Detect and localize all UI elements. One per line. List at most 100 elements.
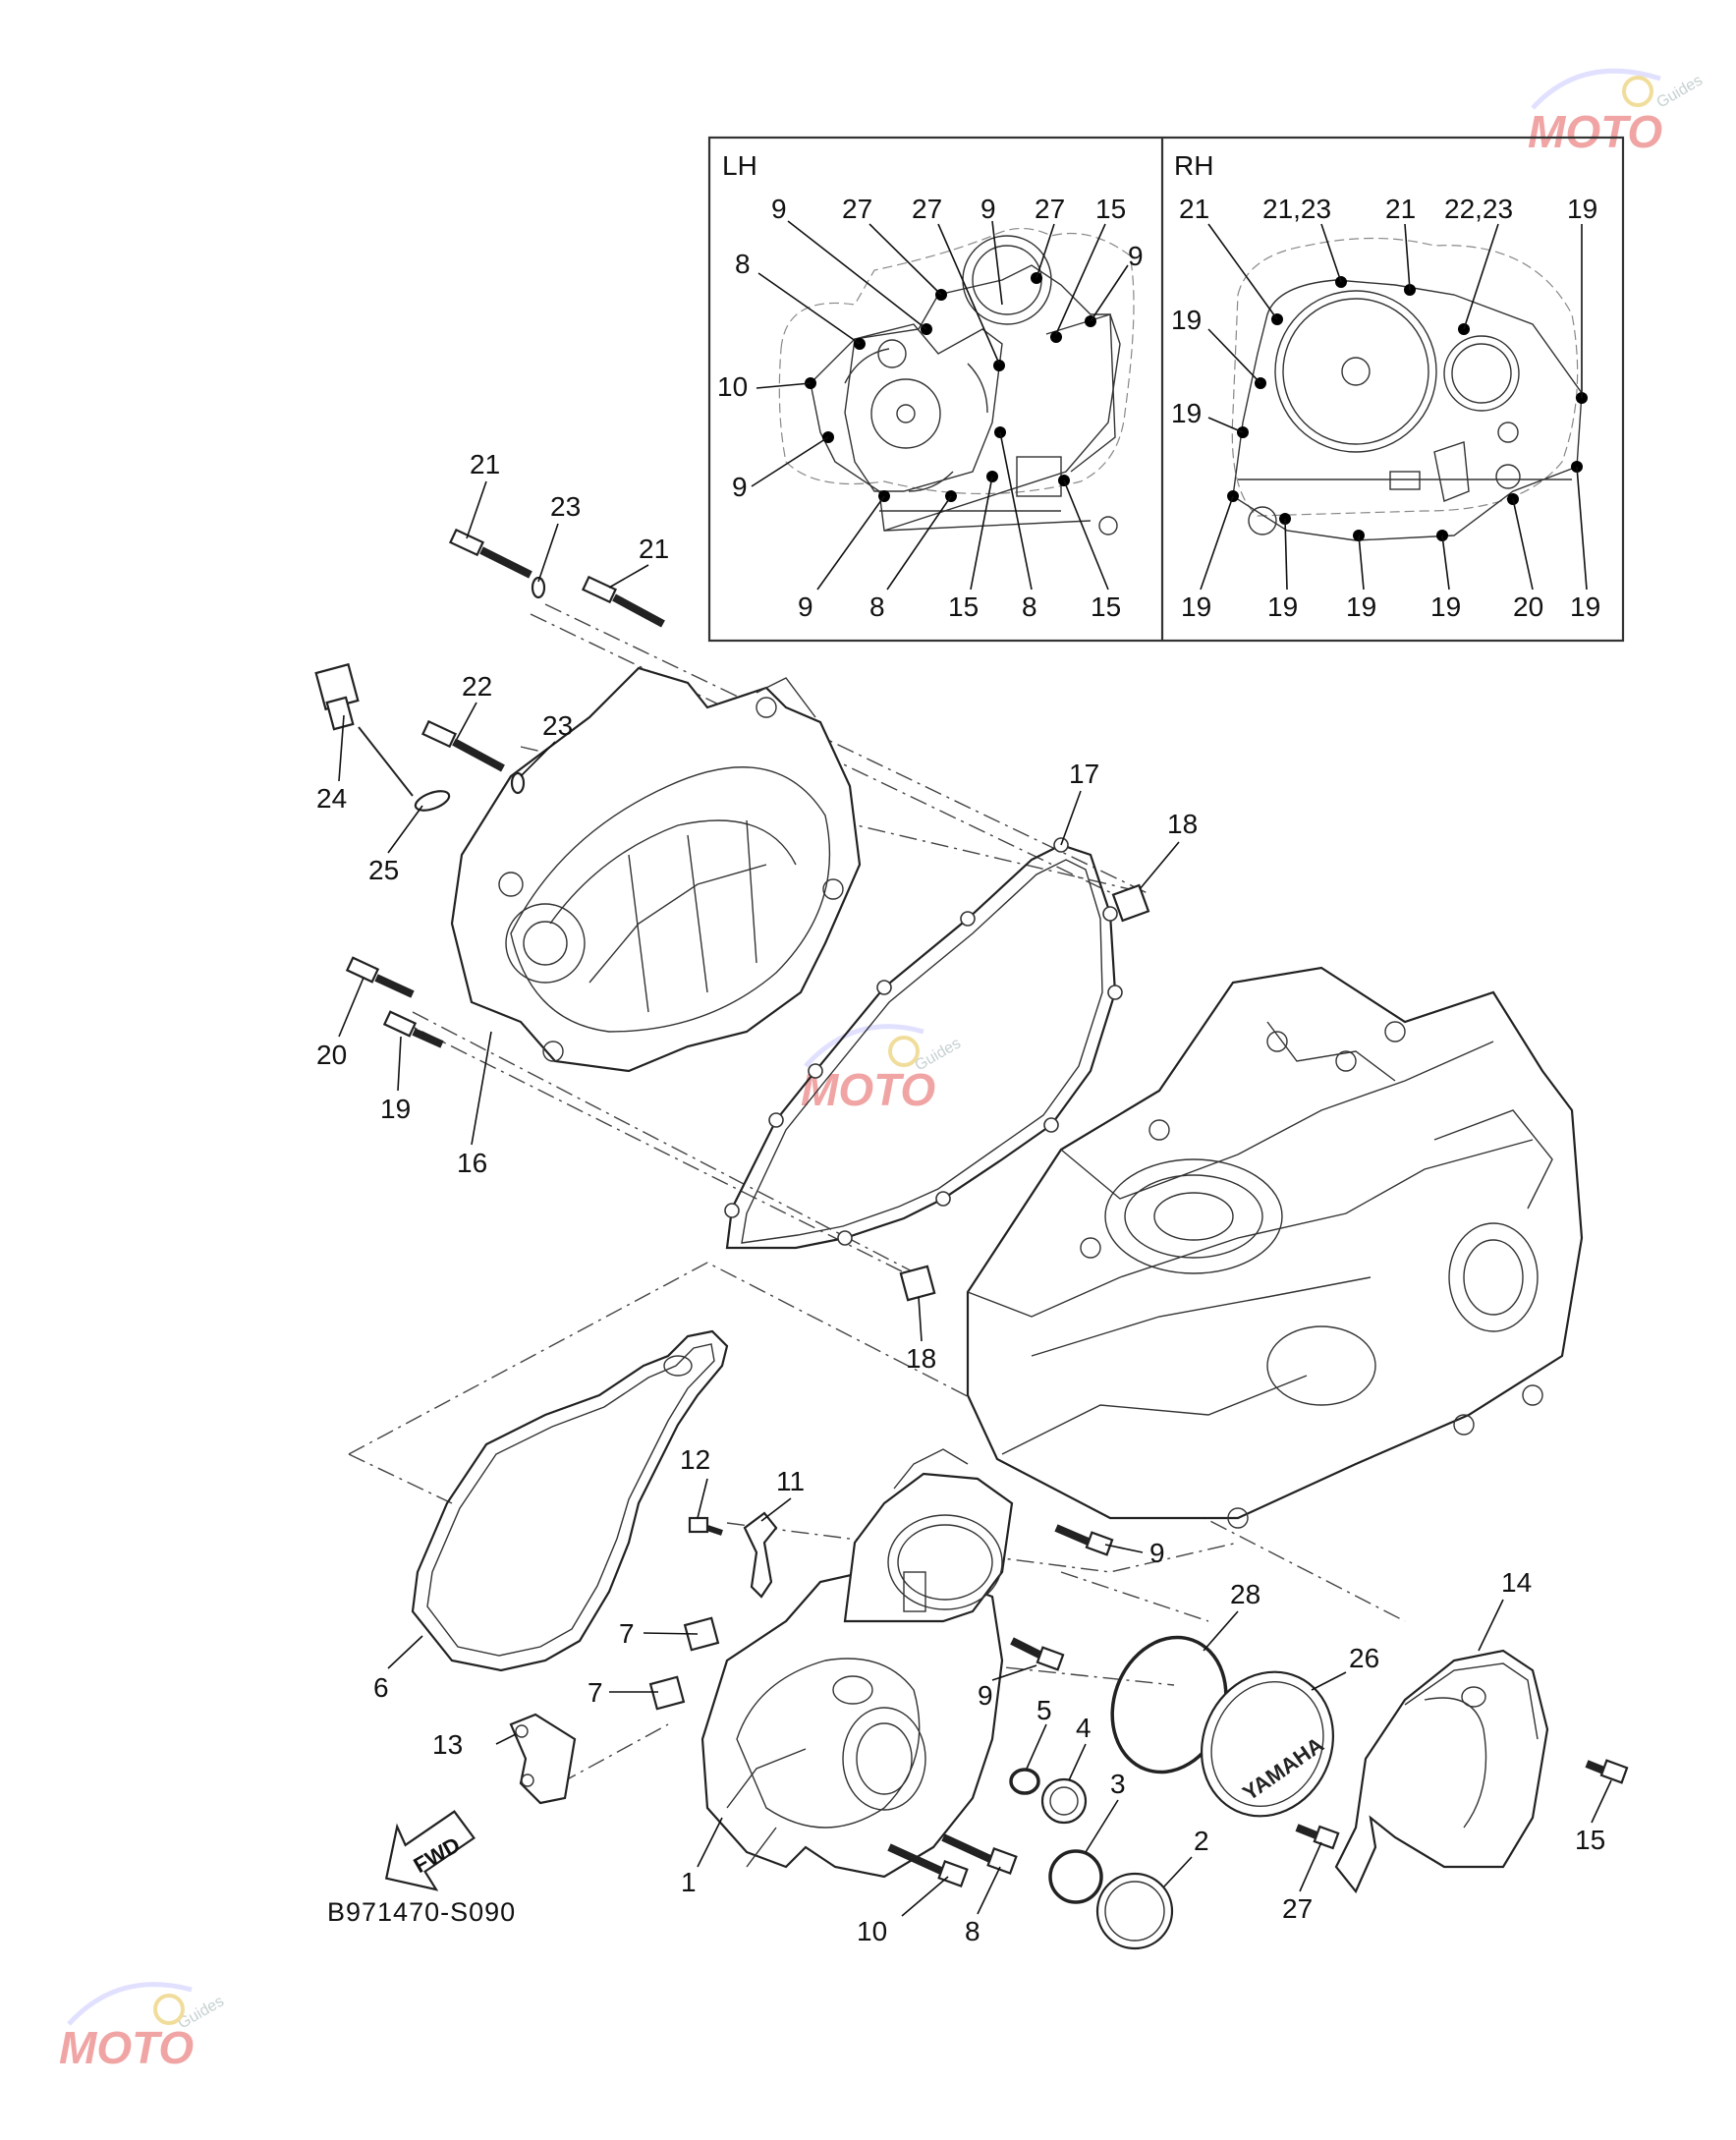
inset-rh-label: 22,23: [1444, 194, 1513, 224]
part-label-2: 2: [1194, 1826, 1209, 1856]
inset-lh-labels: 9 27 27 9 27 15 8 9 10 9 9 8 15 8 15: [717, 194, 1144, 622]
part-label-5: 5: [1036, 1695, 1052, 1725]
inset-lh-label: 9: [732, 472, 748, 502]
inset-lh-label: 10: [717, 371, 748, 402]
inset-lh-label: 15: [1091, 591, 1121, 622]
o-ring-5: [1009, 1768, 1040, 1795]
o-ring-25: [414, 790, 451, 812]
inset-lh-label: 15: [948, 591, 979, 622]
inset-rh-label: 19: [1267, 591, 1298, 622]
part-label-20: 20: [316, 1040, 347, 1070]
part-label-25: 25: [368, 855, 399, 885]
inset-lh-label: 9: [771, 194, 787, 224]
inset-rh-header: RH: [1174, 150, 1213, 181]
inset-lh-label: 8: [1022, 591, 1037, 622]
dowel-pin-18-lower: [899, 1265, 936, 1302]
bolt-15: [1585, 1759, 1629, 1784]
part-label-7: 7: [619, 1618, 635, 1649]
part-label-13: 13: [432, 1729, 463, 1760]
bolt-21-right: [581, 575, 665, 628]
crankcase-cover-right-1: [700, 1550, 1004, 1879]
o-ring-3: [1048, 1849, 1103, 1904]
inset-lh-leaders: [751, 220, 1129, 591]
bolt-10: [887, 1843, 969, 1887]
bolt-19: [382, 1010, 444, 1048]
part-label-14: 14: [1501, 1567, 1532, 1598]
part-label-28: 28: [1230, 1579, 1260, 1609]
inset-rh-labels: 21 21,23 21 22,23 19 19 19 19 19 19 19 2…: [1171, 194, 1600, 622]
crankcase-assembly: [966, 966, 1584, 1529]
inset-lh-label: 15: [1095, 194, 1126, 224]
part-label-19: 19: [380, 1094, 411, 1124]
inset-rh-label: 19: [1567, 194, 1597, 224]
part-label-7: 7: [588, 1677, 603, 1708]
washer-23: [510, 771, 526, 795]
watermark-logo-bottom: MOTO Guides: [59, 1982, 227, 2073]
inset-rh-label: 21,23: [1262, 194, 1331, 224]
inset-rh-label: 21: [1179, 194, 1209, 224]
inset-rh: RH: [1171, 150, 1600, 622]
part-label-6: 6: [373, 1672, 389, 1703]
watermark-text: MOTO: [1528, 106, 1662, 157]
bolt-9-lower: [1010, 1637, 1065, 1671]
fwd-arrow-icon: FWD: [384, 1810, 476, 1891]
bolt-20: [345, 956, 415, 998]
part-label-15: 15: [1575, 1825, 1605, 1855]
inset-lh-label: 9: [798, 591, 813, 622]
pump-housing: [843, 1448, 1014, 1623]
part-labels: 21 23 21 22 23 24 25 20 19 16 17 18 18 6…: [316, 449, 1605, 1946]
oil-filler-cap-24: [314, 662, 414, 797]
inset-lh-label: 8: [735, 249, 751, 279]
inset-lh-label: 27: [842, 194, 872, 224]
inset-rh-label: 19: [1181, 591, 1211, 622]
inset-lh: LH: [717, 150, 1144, 622]
watermark-text: MOTO: [59, 2022, 194, 2073]
watermark-subtext: Guides: [913, 1035, 964, 1074]
inset-lh-label: 9: [1128, 241, 1144, 271]
inset-lh-label: 27: [912, 194, 942, 224]
part-label-21: 21: [639, 534, 669, 564]
inset-rh-label: 19: [1430, 591, 1461, 622]
cover-26: YAMAHA: [1201, 1670, 1334, 1818]
part-leader-lines: [338, 480, 1612, 1917]
bolt-8: [941, 1833, 1018, 1875]
inset-rh-label: 19: [1570, 591, 1600, 622]
bolt-12: [688, 1516, 723, 1536]
gasket-17: [724, 837, 1123, 1250]
part-label-18: 18: [1167, 809, 1198, 839]
part-label-8: 8: [965, 1916, 980, 1946]
dowel-7-upper: [683, 1616, 720, 1652]
inset-rh-label: 19: [1171, 305, 1202, 335]
bolt-27: [1295, 1824, 1340, 1850]
watermark-logo-top: MOTO Guides: [1528, 68, 1706, 157]
inset-panel: LH: [707, 136, 1625, 643]
part-label-17: 17: [1069, 759, 1099, 789]
part-label-9: 9: [978, 1680, 993, 1711]
crankcase-cover-left: [450, 666, 862, 1073]
part-label-18: 18: [906, 1343, 936, 1374]
washer-23-top: [531, 576, 546, 599]
part-label-12: 12: [680, 1444, 710, 1475]
part-label-10: 10: [857, 1916, 887, 1946]
part-label-23: 23: [550, 491, 581, 522]
inset-lh-label: 9: [980, 194, 996, 224]
plug-4: [1040, 1777, 1088, 1825]
dowel-pin-18-upper: [1111, 883, 1150, 923]
inset-rh-label: 20: [1513, 591, 1543, 622]
inset-lh-label: 8: [869, 591, 885, 622]
part-label-24: 24: [316, 783, 347, 814]
part-label-9: 9: [1149, 1538, 1165, 1568]
inset-rh-label: 21: [1385, 194, 1416, 224]
inset-rh-leaders: [1200, 223, 1588, 591]
bolt-9-upper: [1054, 1524, 1114, 1556]
inset-rh-bolt-points: [1227, 276, 1588, 541]
part-label-3: 3: [1110, 1769, 1126, 1799]
part-label-1: 1: [681, 1867, 697, 1897]
inset-rh-label: 19: [1346, 591, 1376, 622]
bolt-21-left: [448, 528, 532, 579]
inset-rh-label: 19: [1171, 398, 1202, 428]
clip-13: [509, 1713, 577, 1805]
part-label-21: 21: [470, 449, 500, 479]
inset-lh-header: LH: [722, 150, 757, 181]
